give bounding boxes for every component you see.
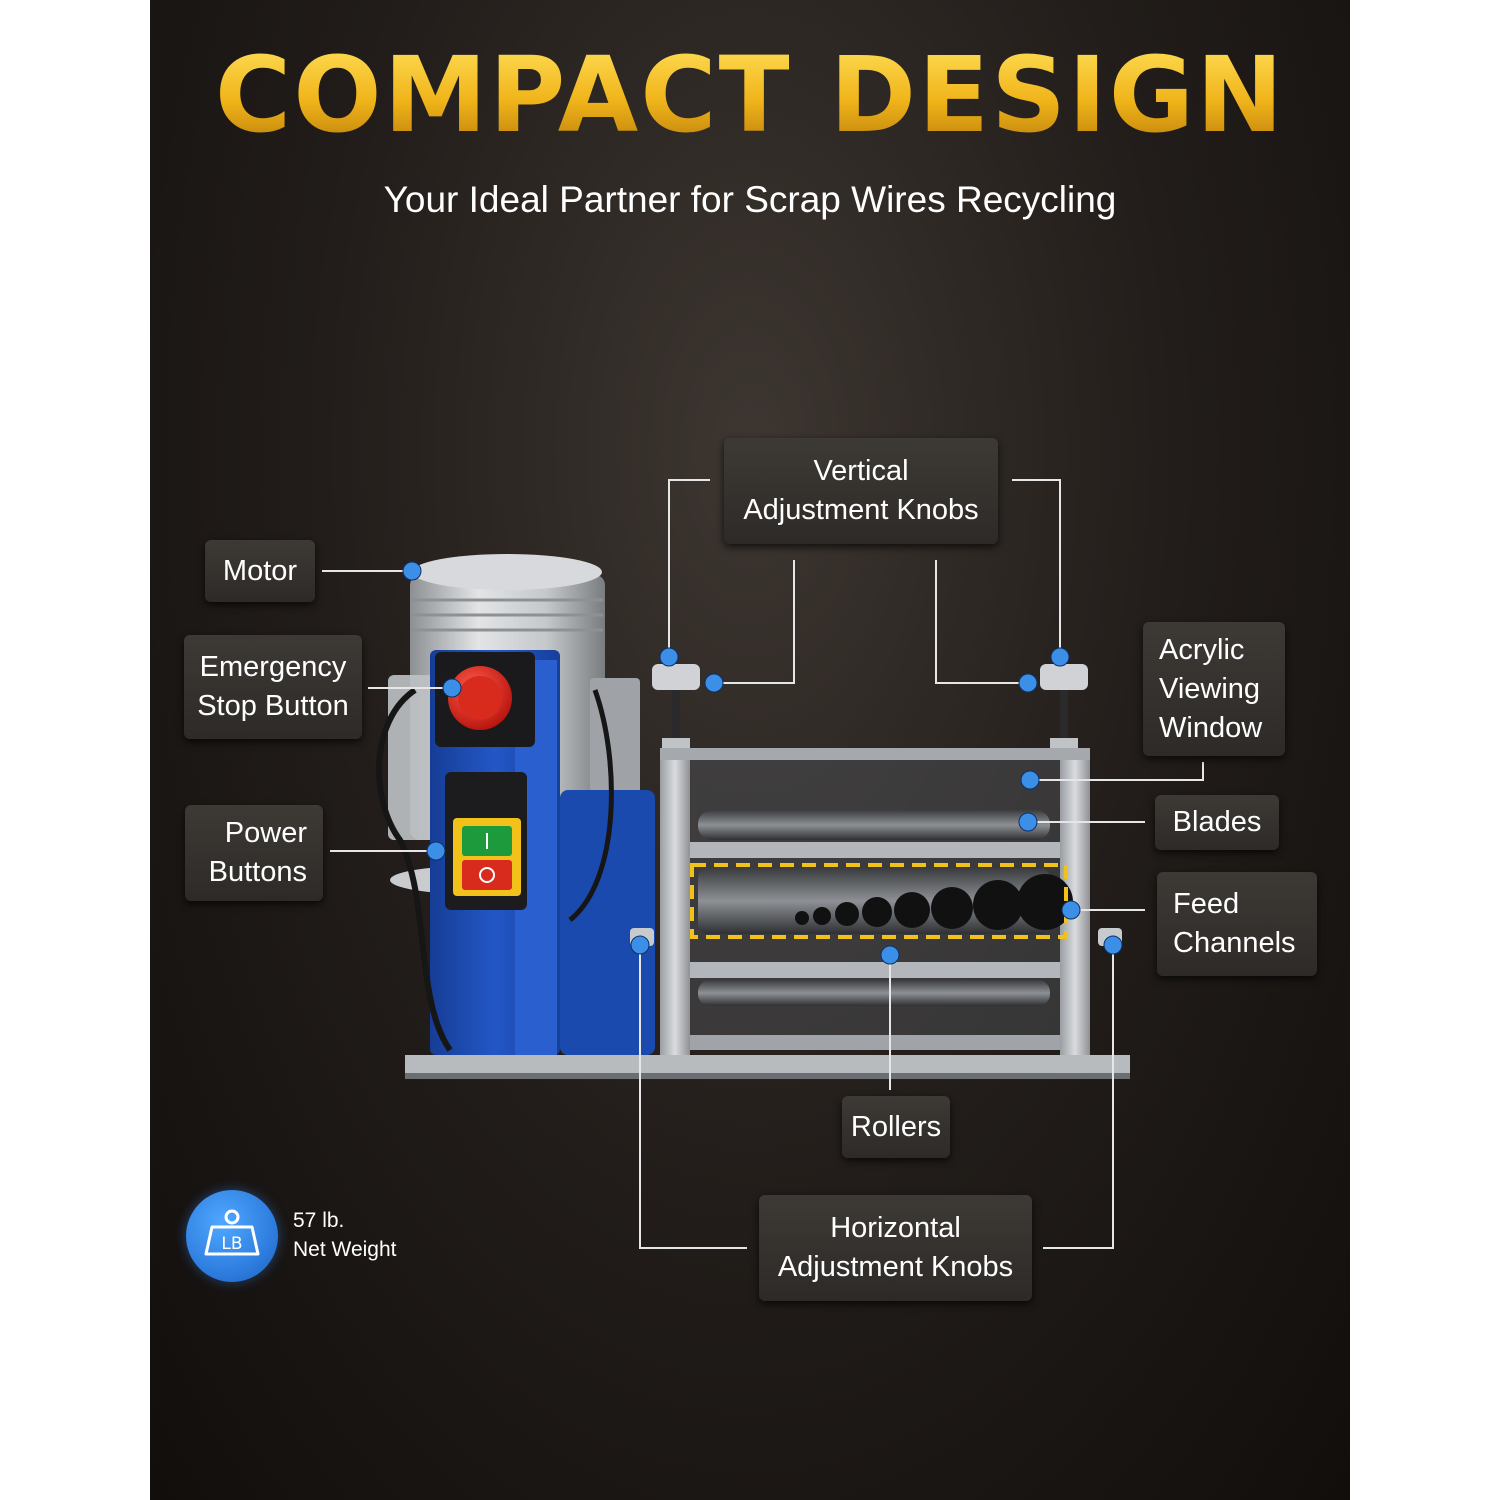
weight-value: 57 lb. bbox=[293, 1209, 345, 1232]
dot-acrylic-window bbox=[1020, 770, 1040, 790]
vertical-knob-right bbox=[1040, 664, 1088, 748]
product-infographic: COMPACT DESIGN Your Ideal Partner for Sc… bbox=[150, 0, 1350, 1500]
dot-horizontal-knob-left bbox=[630, 935, 650, 955]
label-blades: Blades bbox=[1155, 795, 1279, 850]
dot-horizontal-knob-right bbox=[1103, 935, 1123, 955]
weight-icon: LB bbox=[186, 1190, 278, 1282]
label-power-buttons: Power Buttons bbox=[185, 805, 323, 901]
label-emergency-stop: Emergency Stop Button bbox=[184, 635, 362, 739]
label-horizontal-knobs: Horizontal Adjustment Knobs bbox=[759, 1195, 1032, 1301]
headline: COMPACT DESIGN bbox=[150, 38, 1350, 153]
dot-emergency-stop bbox=[442, 678, 462, 698]
dot-power-buttons bbox=[426, 841, 446, 861]
lower-roller bbox=[698, 980, 1050, 1006]
machine-diagram bbox=[322, 479, 1204, 1249]
power-button-box bbox=[445, 772, 527, 910]
vertical-knob-left bbox=[652, 664, 700, 748]
dot-vertical-knob-1 bbox=[659, 647, 679, 667]
dot-motor bbox=[402, 561, 422, 581]
dot-blades bbox=[1018, 812, 1038, 832]
label-feed-channels: Feed Channels bbox=[1157, 872, 1317, 976]
net-weight-badge: LB 57 lb. Net Weight bbox=[186, 1190, 446, 1282]
feed-channel-highlight bbox=[690, 863, 1068, 939]
dot-rollers bbox=[880, 945, 900, 965]
power-cable bbox=[376, 687, 453, 1052]
blade-roller bbox=[698, 810, 1050, 840]
leader-lines bbox=[322, 479, 1204, 1249]
emergency-stop-housing bbox=[435, 652, 535, 747]
feed-roller bbox=[698, 868, 1073, 934]
weight-icon-text: LB bbox=[221, 1234, 242, 1254]
weight-caption: Net Weight bbox=[293, 1238, 397, 1261]
base-plate bbox=[405, 1055, 1130, 1077]
label-rollers: Rollers bbox=[842, 1096, 950, 1158]
callout-dots bbox=[402, 561, 1123, 965]
dot-feed-channels bbox=[1061, 900, 1081, 920]
label-motor: Motor bbox=[205, 540, 315, 602]
label-acrylic-window: Acrylic Viewing Window bbox=[1143, 622, 1285, 756]
subtitle: Your Ideal Partner for Scrap Wires Recyc… bbox=[383, 179, 1117, 220]
dot-vertical-knob-4 bbox=[1018, 673, 1038, 693]
label-vertical-knobs: Vertical Adjustment Knobs bbox=[724, 438, 998, 544]
dot-vertical-knob-3 bbox=[1050, 647, 1070, 667]
dot-vertical-knob-2 bbox=[704, 673, 724, 693]
